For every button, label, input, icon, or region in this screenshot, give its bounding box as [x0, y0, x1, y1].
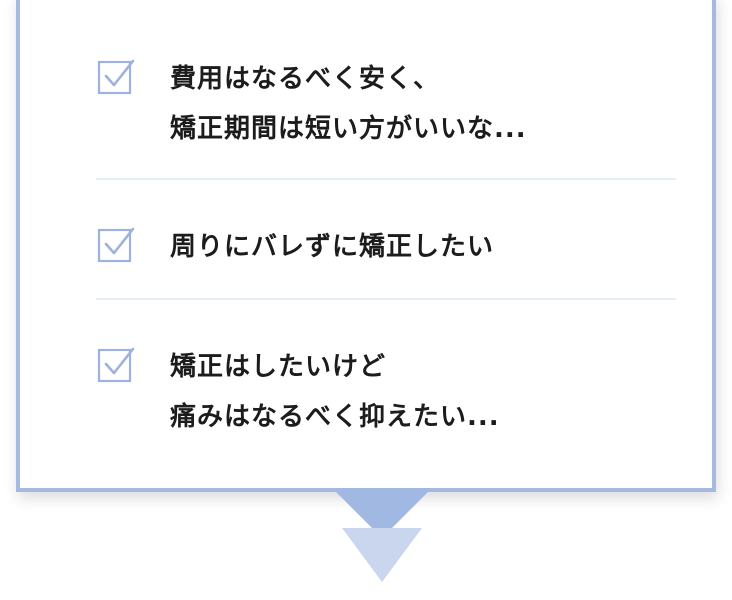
concern-line: 費用はなるべく安く、	[170, 64, 441, 94]
divider	[96, 178, 676, 180]
concern-item: 周りにバレずに矯正したい	[96, 222, 668, 272]
checkbox-checked-icon	[97, 227, 135, 263]
concerns-card: 費用はなるべく安く、 矯正期間は短い方がいいな... 周りにバレずに矯正したい …	[16, 0, 716, 492]
chevron-down-icon	[332, 488, 432, 538]
concern-line: 矯正期間は短い方がいいな...	[170, 114, 527, 144]
concern-text: 矯正はしたいけど 痛みはなるべく抑えたい...	[170, 342, 500, 442]
checkbox-checked-icon	[97, 347, 135, 383]
concern-text: 周りにバレずに矯正したい	[170, 222, 494, 272]
concern-line: 周りにバレずに矯正したい	[170, 232, 495, 262]
concern-item: 矯正はしたいけど 痛みはなるべく抑えたい...	[96, 342, 668, 442]
concern-text: 費用はなるべく安く、 矯正期間は短い方がいいな...	[170, 54, 527, 154]
concern-line: 痛みはなるべく抑えたい...	[170, 402, 500, 432]
chevron-down-icon	[342, 528, 422, 582]
divider	[96, 298, 676, 300]
concern-line: 矯正はしたいけど	[170, 352, 387, 382]
concern-item: 費用はなるべく安く、 矯正期間は短い方がいいな...	[96, 54, 668, 154]
checkbox-checked-icon	[97, 59, 135, 95]
